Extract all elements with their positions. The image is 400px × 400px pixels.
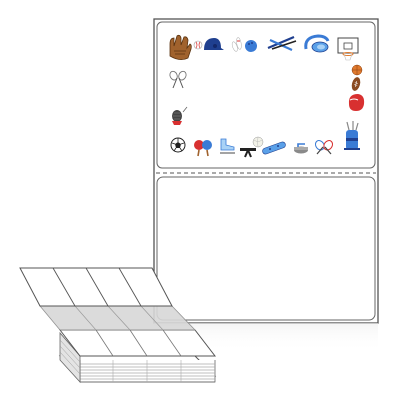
tennis-rackets-icon bbox=[314, 140, 334, 155]
baseball-icon bbox=[193, 40, 203, 50]
badminton-rackets-icon bbox=[169, 70, 187, 89]
swim-goggles-icon bbox=[304, 34, 330, 53]
basketball-hoop-icon bbox=[337, 37, 359, 61]
bottom-label bbox=[156, 176, 376, 321]
batting-helmet-icon bbox=[204, 38, 224, 50]
curling-stone-icon bbox=[294, 143, 308, 154]
top-label bbox=[156, 21, 376, 169]
boxing-glove-icon bbox=[348, 94, 365, 111]
hockey-sticks-icon bbox=[267, 35, 297, 52]
bowling-pins-icon bbox=[231, 37, 242, 52]
volleyball-icon bbox=[252, 136, 264, 148]
folding-sheet bbox=[39, 305, 196, 331]
stack-base bbox=[58, 331, 217, 384]
bowling-ball-icon bbox=[245, 40, 257, 52]
soccer-ball-icon bbox=[170, 137, 186, 153]
label-sheet bbox=[153, 18, 379, 353]
snowboard-icon bbox=[262, 141, 286, 155]
karate-belt-icon bbox=[240, 148, 256, 158]
baseball-glove-icon bbox=[169, 34, 192, 60]
ice-skate-icon bbox=[220, 138, 235, 154]
ping-pong-paddles-icon bbox=[194, 140, 212, 157]
basketball-icon bbox=[351, 64, 363, 76]
fanfold-stack bbox=[19, 267, 217, 384]
football-icon bbox=[351, 77, 361, 91]
fencing-mask-icon bbox=[172, 106, 188, 125]
stack-top-labels bbox=[58, 329, 217, 357]
sports-border bbox=[169, 34, 365, 158]
golf-bag-icon bbox=[344, 121, 360, 150]
raised-sheet bbox=[19, 267, 173, 307]
